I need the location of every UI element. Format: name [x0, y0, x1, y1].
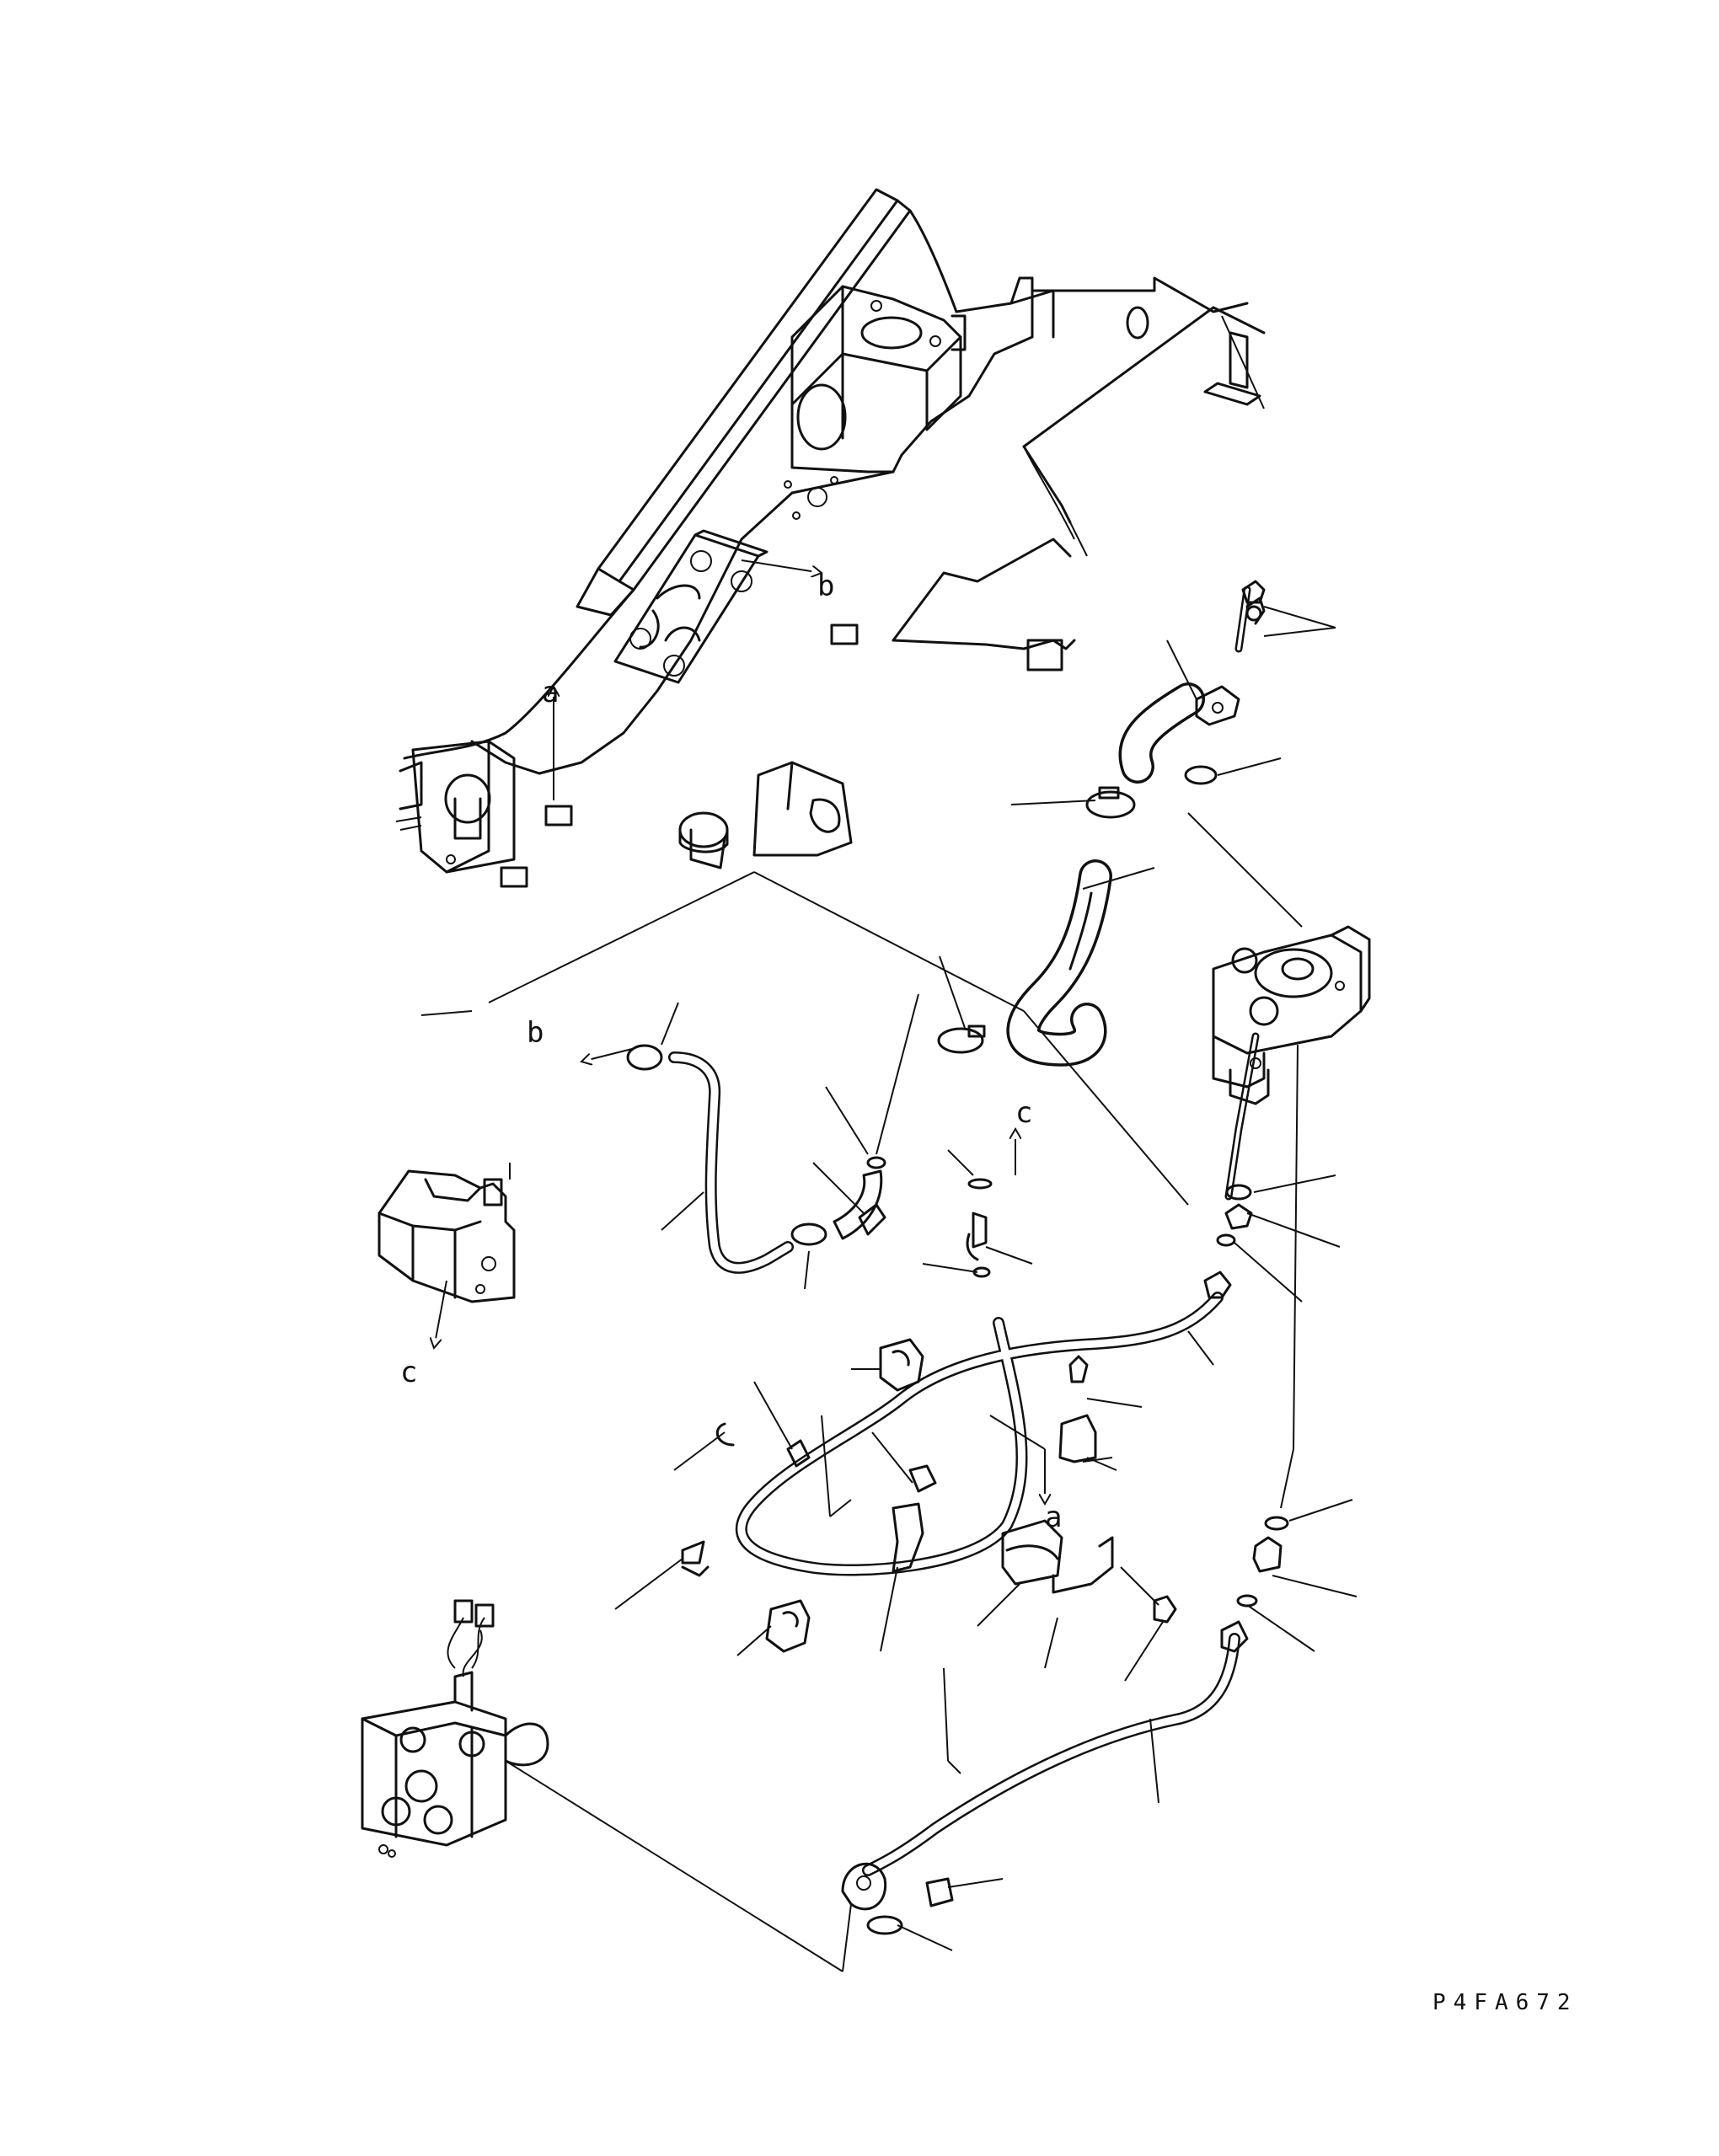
valve-block-left [378, 1163, 516, 1303]
large-suction-hose [1006, 682, 1205, 1067]
lower-hose [862, 1633, 1240, 1876]
hydraulic-pump [1212, 925, 1371, 1105]
ref-label-b-top: b [817, 570, 834, 603]
callout-leaders [614, 606, 1358, 1951]
ref-label-c-left: c [400, 1356, 417, 1389]
long-hose-center [735, 1292, 1224, 1576]
frame-assembly [395, 188, 1266, 888]
ref-label-a-top: a [542, 676, 559, 709]
elbow-hose-left [668, 1051, 794, 1274]
fittings-and-clamps [626, 580, 1289, 1935]
control-valve-block [361, 1599, 549, 1858]
steel-pipe-upper [1224, 1032, 1260, 1201]
ref-label-c-top: c [1015, 1096, 1032, 1130]
assembly-lines [420, 315, 1303, 1972]
ref-label-a-bottom: a [1045, 1501, 1062, 1534]
reference-arrows [434, 559, 1045, 1504]
ref-label-b-left: b [527, 1016, 544, 1050]
drawing-code: P4FA672 [1432, 1990, 1578, 2015]
